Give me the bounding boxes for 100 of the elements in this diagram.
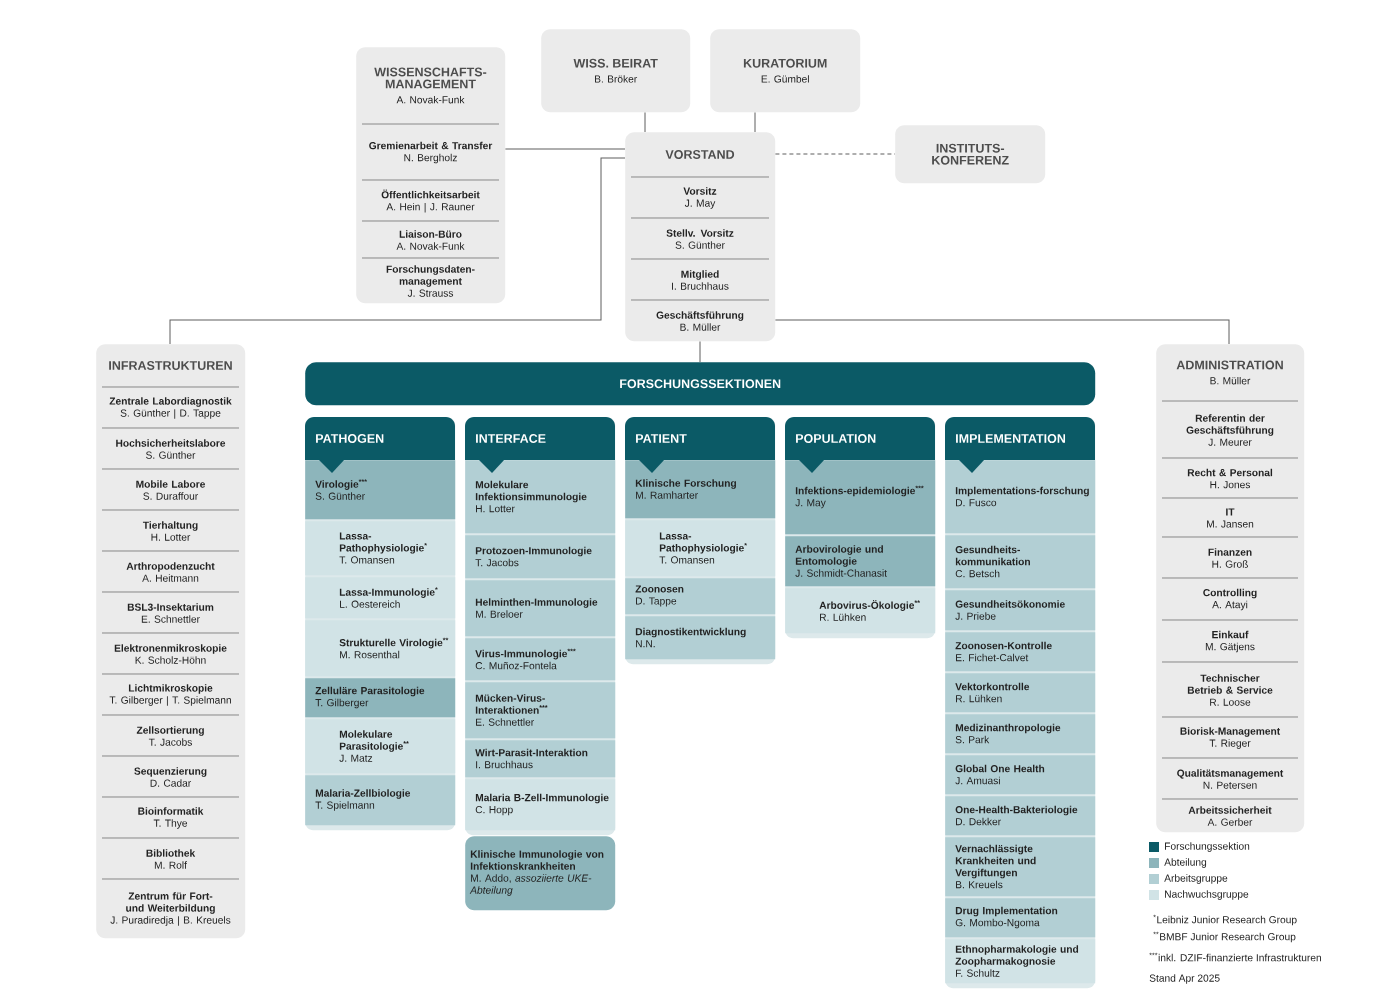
node-label: Vernachlässigte Krankheiten und Vergiftungen bbox=[955, 844, 1036, 879]
unit-band: Medizinanthropologie S. Park bbox=[945, 714, 1096, 754]
node-label: T. Omansen bbox=[339, 556, 395, 564]
unit-entry: Öffentlichkeitsarbeit A. Hein | J. Rauner bbox=[381, 189, 480, 213]
unit-entry: Arbeitssicherheit A. Gerber bbox=[1188, 806, 1272, 826]
unit-entry: Einkauf M. Gätjens bbox=[1205, 630, 1255, 653]
unit-entry: Zellsortierung T. Jacobs bbox=[136, 726, 204, 746]
node-label: Lassa-Immunologie$^{*}$ bbox=[339, 587, 438, 598]
unit-band: Vektorkontrolle R. Lühken bbox=[945, 673, 1096, 713]
unit-entry: Recht & Personal H. Jones bbox=[1187, 468, 1273, 489]
unit-band: Infektions-epidemiologie$^{***}$ J. May bbox=[785, 460, 936, 535]
node-label: Strukturelle Virologie$^{**}$ bbox=[339, 637, 449, 649]
unit-band: Helminthen-Immunologie M. Breloer bbox=[465, 580, 616, 637]
legend-label: Nachwuchsgruppe bbox=[1165, 890, 1249, 900]
unit-band: Lassa-Immunologie$^{*}$ L. Oestereich bbox=[305, 577, 456, 619]
unit-entry: Gremienarbeit & Transfer N. Bergholz bbox=[369, 141, 493, 164]
unit-band: One-Health-Bakteriologie D. Dekker bbox=[945, 796, 1096, 836]
footnote: $^{**}$BMBF Junior Research Group bbox=[1153, 931, 1296, 943]
node-label: D. Dekker bbox=[956, 817, 1001, 826]
unit-entry: Vorsitz J. May bbox=[683, 187, 717, 209]
node-label: Infektions-epidemiologie$^{***}$ bbox=[795, 485, 924, 497]
unit-band: Virologie$^{***}$ S. Günther bbox=[305, 460, 456, 520]
node-label: Gesundheitsökonomie bbox=[955, 600, 1065, 608]
unit-band: Drug Implementation G. Mombo-Ngoma bbox=[945, 898, 1096, 938]
node-label: J. Priebe bbox=[955, 612, 996, 620]
node-label: I. Bruchhaus bbox=[476, 760, 533, 769]
node-label: E. Fichet-Calvet bbox=[956, 653, 1029, 662]
unit-band: Gesundheitsökonomie J. Priebe bbox=[945, 590, 1096, 631]
unit-band: Virus-Immunologie$^{***}$ C. Muñoz-Fontela bbox=[465, 638, 616, 681]
unit-entry: Mitglied I. Bruchhaus bbox=[672, 270, 729, 290]
panel-heading: WISSENSCHAFTS-MANAGEMENT A. Novak-Funk bbox=[374, 67, 487, 104]
section-banner: FORSCHUNGSSEKTIONEN bbox=[305, 362, 1096, 406]
unit-entry: Geschäftsführung B. Müller bbox=[656, 311, 744, 331]
section-header: PATHOGEN bbox=[305, 417, 455, 473]
unit-box: Klinische Immunologie von Infektionskrankheiten M. Addo, assoziierte UKE-Abteilung bbox=[465, 836, 616, 911]
node-label: Lassa-Pathophysiologie$^{*}$ bbox=[339, 532, 427, 554]
node-label: E. Schnettler bbox=[476, 718, 534, 726]
unit-entry: Sequenzierung D. Cadar bbox=[134, 767, 207, 787]
node-label: Mücken-Virus-Interaktionen$^{***}$ bbox=[475, 694, 548, 714]
node-label: Gesundheits-kommunikation bbox=[955, 545, 1030, 566]
node-label: Zoonosen-Kontrolle bbox=[955, 641, 1052, 650]
unit-entry: Elektronenmikroskopie K. Scholz-Höhn bbox=[114, 644, 227, 664]
node-label: Wirt-Parasit-Interaktion bbox=[475, 748, 588, 757]
section-header: POPULATION bbox=[785, 417, 935, 473]
unit-band: Implementations-forschung D. Fusco bbox=[945, 460, 1096, 534]
node-label: Molekulare Infektionsimmunologie bbox=[475, 480, 587, 503]
unit-band: Molekulare Infektionsimmunologie H. Lotter bbox=[465, 460, 616, 534]
node-label: J. May bbox=[795, 499, 826, 509]
unit-band: Lassa-Pathophysiologie$^{*}$ T. Omansen bbox=[625, 520, 776, 577]
unit-band: Wirt-Parasit-Interaktion I. Bruchhaus bbox=[465, 740, 616, 778]
unit-entry: Controlling A. Atayi bbox=[1203, 588, 1257, 611]
node-label: One-Health-Bakteriologie bbox=[955, 805, 1078, 816]
unit-entry: Liaison-Büro A. Novak-Funk bbox=[396, 230, 465, 250]
section-header: INTERFACE bbox=[465, 417, 615, 473]
node-label: J. Amuasi bbox=[955, 776, 1000, 785]
unit-entry: Arthropodenzucht A. Heitmann bbox=[126, 562, 215, 582]
connector-line bbox=[644, 111, 646, 133]
unit-band: Klinische Forschung M. Ramharter bbox=[625, 460, 776, 519]
footnote: $^{***}$inkl. DZIF-finanzierte Infrastrukturen bbox=[1149, 952, 1321, 962]
panel-heading: VORSTAND bbox=[665, 150, 735, 159]
node-label: S. Park bbox=[955, 735, 990, 744]
unit-band: Zelluläre Parasitologie T. Gilberger bbox=[305, 678, 456, 718]
unit-entry: Bioinformatik T. Thye bbox=[138, 807, 204, 829]
unit-entry: Qualitätsmanagement N. Petersen bbox=[1177, 769, 1284, 789]
node-label: Protozoen-Immunologie bbox=[475, 546, 592, 557]
unit-entry: Zentrale Labordiagnostik S. Günther | D. Tappe bbox=[109, 397, 232, 419]
node-label: C. Muñoz-Fontela bbox=[475, 661, 557, 670]
unit-entry: Hochsicherheitslabore S. Günther bbox=[116, 439, 226, 459]
unit-entry: Technischer Betrieb & Service R. Loose bbox=[1187, 674, 1273, 706]
unit-entry: Bibliothek M. Rolf bbox=[146, 849, 196, 869]
node-label: Implementations-forschung bbox=[955, 486, 1089, 497]
node-label: T. Jacobs bbox=[475, 558, 519, 567]
node-label: Vektorkontrolle bbox=[955, 682, 1030, 691]
node-label: G. Mombo-Ngoma bbox=[955, 918, 1040, 929]
unit-band: Zoonosen-Kontrolle E. Fichet-Calvet bbox=[945, 632, 1096, 672]
org-box: KURATORIUM E. Gümbel bbox=[710, 29, 861, 113]
org-box: INSTITUTS-KONFERENZ bbox=[895, 125, 1046, 184]
node-label: Helminthen-Immunologie bbox=[475, 598, 598, 608]
unit-band: Arbovirus-Ökologie$^{**}$ R. Lühken bbox=[785, 588, 936, 634]
node-label: Drug Implementation bbox=[955, 906, 1058, 917]
node-label: B. Kreuels bbox=[956, 880, 1003, 889]
connector-line bbox=[504, 148, 626, 150]
unit-entry: Finanzen H. Groß bbox=[1208, 548, 1252, 568]
unit-band: Global One Health J. Amuasi bbox=[945, 755, 1096, 795]
section-header: IMPLEMENTATION bbox=[945, 417, 1095, 473]
node-label: C. Betsch bbox=[955, 569, 1000, 578]
section-header: PATIENT bbox=[625, 417, 775, 473]
node-label: R. Lühken bbox=[956, 694, 1002, 703]
unit-band: Arbovirologie und Entomologie J. Schmidt-Chanasit bbox=[785, 536, 936, 587]
unit-entry: Zentrum für Fort- und Weiterbildung J. Puradiredja | B. Kreuels bbox=[110, 892, 231, 926]
connector-line bbox=[774, 153, 896, 155]
node-label: D. Fusco bbox=[956, 499, 997, 507]
unit-entry: Biorisk-Management T. Rieger bbox=[1180, 727, 1281, 749]
node-label: L. Oestereich bbox=[340, 600, 400, 608]
node-label: M. Rosenthal bbox=[340, 650, 400, 659]
unit-entry: Lichtmikroskopie T. Gilberger | T. Spielmann bbox=[109, 684, 231, 706]
node-label: D. Tappe bbox=[636, 597, 677, 607]
node-label: M. Breloer bbox=[476, 610, 523, 618]
unit-entry: Forschungsdaten-management J. Strauss bbox=[386, 265, 475, 297]
unit-entry: IT M. Jansen bbox=[1207, 508, 1254, 528]
